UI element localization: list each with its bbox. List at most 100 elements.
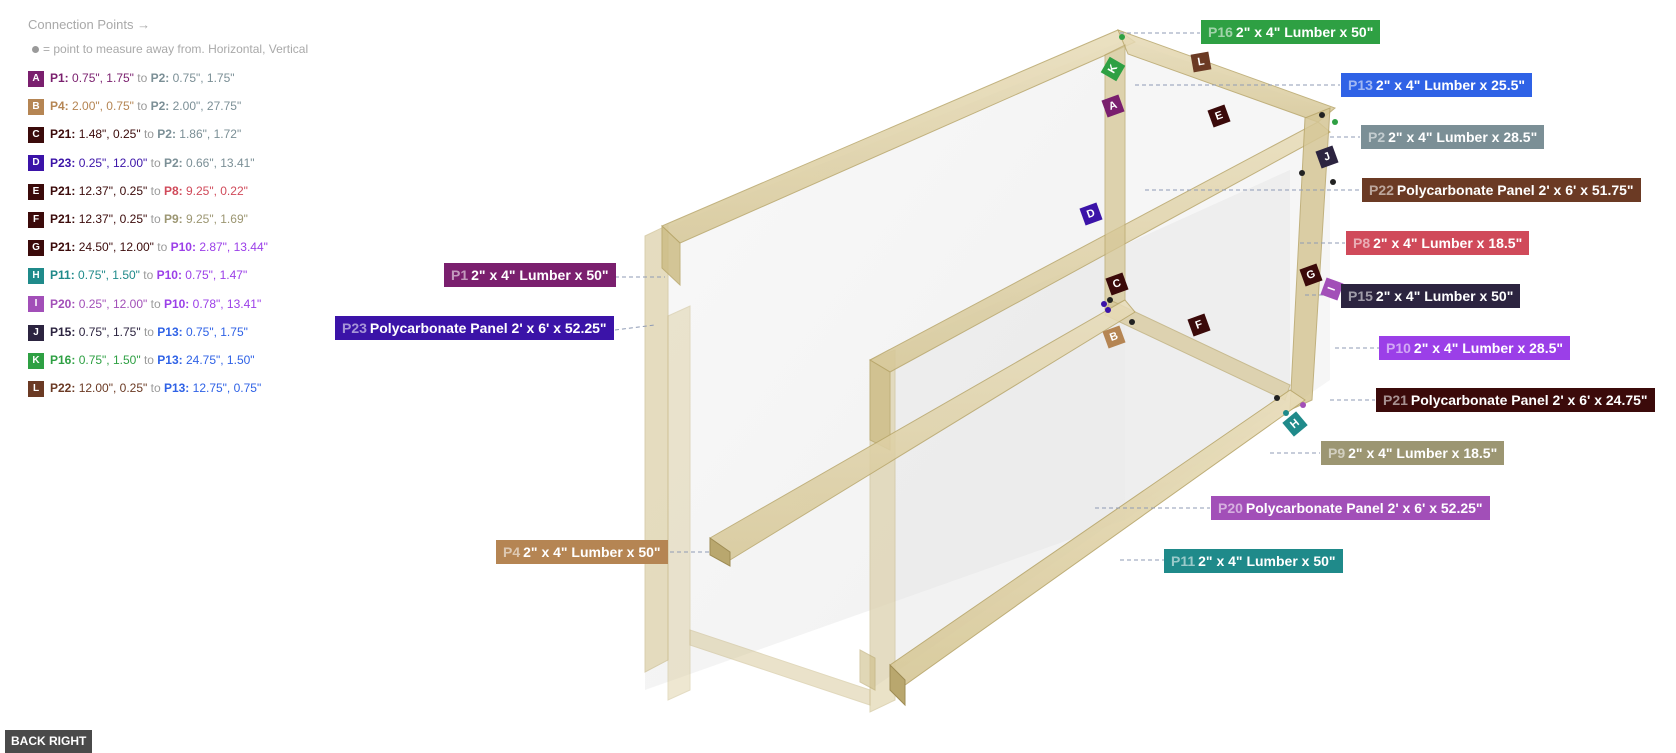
legend-from-values: 12.00", 0.25" bbox=[75, 381, 151, 396]
legend-from-values: 2.00", 0.75" bbox=[68, 99, 138, 114]
legend-from-values: 0.75", 1.75" bbox=[75, 324, 144, 339]
part-id: P8 bbox=[1353, 235, 1371, 251]
part-id: P13 bbox=[1348, 77, 1373, 93]
part-name: 2" x 4" Lumber x 50" bbox=[1375, 288, 1514, 304]
legend-to-values: 0.78", 13.41" bbox=[189, 296, 262, 311]
legend-to-part: P10: bbox=[163, 296, 190, 311]
part-name: 2" x 4" Lumber x 18.5" bbox=[1373, 235, 1523, 251]
legend-to-values: 1.86", 1.72" bbox=[175, 127, 242, 142]
legend-from-part: P4: bbox=[50, 99, 69, 114]
legend-subtitle-text: = point to measure away from. Horizontal… bbox=[43, 42, 309, 56]
legend-key-badge: G bbox=[28, 240, 44, 257]
connection-legend: Connection Points → = point to measure a… bbox=[28, 14, 328, 398]
legend-key-badge: B bbox=[28, 99, 44, 116]
view-name-button[interactable]: BACK RIGHT bbox=[5, 730, 93, 753]
legend-from-part: P21: bbox=[50, 240, 76, 255]
legend-connector: to bbox=[150, 155, 164, 170]
post-p10 bbox=[1289, 107, 1331, 411]
legend-from-values: 0.25", 12.00" bbox=[75, 296, 151, 311]
legend-to-values: 9.25", 0.22" bbox=[182, 183, 248, 198]
legend-to-values: 9.25", 1.69" bbox=[182, 212, 248, 226]
part-id: P22 bbox=[1369, 182, 1394, 198]
cp-badge-l[interactable]: L bbox=[1190, 51, 1212, 73]
legend-to-part: P10: bbox=[170, 240, 196, 255]
part-id: P4 bbox=[503, 544, 521, 560]
legend-key-badge: J bbox=[28, 324, 44, 341]
part-name: Polycarbonate Panel 2' x 6' x 52.25" bbox=[369, 320, 607, 336]
legend-to-part: P2: bbox=[150, 71, 170, 85]
legend-connector: to bbox=[143, 127, 158, 142]
part-name: Polycarbonate Panel 2' x 6' x 52.25" bbox=[1245, 500, 1483, 516]
beam-p11-end bbox=[889, 663, 906, 707]
beam-p16-side bbox=[661, 224, 681, 287]
part-name: 2" x 4" Lumber x 50" bbox=[471, 267, 609, 283]
legend-connector: to bbox=[157, 240, 171, 255]
legend-to-part: P2: bbox=[157, 127, 176, 142]
legend-key-badge: H bbox=[28, 268, 44, 285]
legend-from-part: P1: bbox=[50, 71, 69, 85]
beam-p4-end bbox=[709, 537, 731, 567]
part-id: P2 bbox=[1368, 129, 1386, 145]
part-id: P20 bbox=[1218, 500, 1243, 516]
legend-key-badge: E bbox=[28, 183, 44, 200]
legend-to-part: P10: bbox=[156, 268, 182, 283]
legend-connector: to bbox=[150, 212, 164, 226]
legend-key-badge: A bbox=[28, 70, 44, 87]
legend-from-values: 12.37", 0.25" bbox=[75, 183, 151, 198]
part-id: P10 bbox=[1386, 340, 1411, 356]
legend-to-values: 2.87", 13.44" bbox=[195, 240, 268, 255]
part-name: 2" x 4" Lumber x 28.5" bbox=[1413, 340, 1564, 356]
legend-title: Connection Points → bbox=[28, 17, 151, 32]
legend-subtitle: = point to measure away from. Horizontal… bbox=[28, 39, 328, 59]
part-id: P21 bbox=[1383, 392, 1408, 408]
panel-p20 bbox=[870, 170, 1290, 690]
part-id: P23 bbox=[342, 320, 367, 336]
part-id: P11 bbox=[1171, 553, 1196, 569]
legend-from-part: P20: bbox=[50, 296, 76, 311]
legend-to-part: P9: bbox=[163, 212, 183, 226]
legend-to-values: 24.75", 1.50" bbox=[182, 353, 255, 367]
legend-to-values: 0.75", 1.47" bbox=[181, 268, 248, 283]
part-name: Polycarbonate Panel 2' x 6' x 51.75" bbox=[1396, 182, 1634, 198]
legend-connector: to bbox=[137, 71, 151, 85]
legend-to-values: 12.75", 0.75" bbox=[189, 381, 262, 396]
legend-connector: to bbox=[143, 353, 158, 367]
part-name: Polycarbonate Panel 2' x 6' x 24.75" bbox=[1410, 392, 1648, 408]
legend-from-part: P22: bbox=[50, 381, 76, 396]
part-name: 2" x 4" Lumber x 50" bbox=[1235, 24, 1374, 40]
part-name: 2" x 4" Lumber x 50" bbox=[1198, 553, 1336, 569]
legend-to-part: P2: bbox=[150, 99, 170, 114]
legend-key-badge: C bbox=[28, 127, 44, 144]
legend-key-badge: F bbox=[28, 211, 44, 228]
legend-from-values: 0.75", 1.50" bbox=[74, 268, 144, 283]
legend-from-part: P21: bbox=[50, 183, 76, 198]
part-id: P16 bbox=[1208, 24, 1233, 40]
